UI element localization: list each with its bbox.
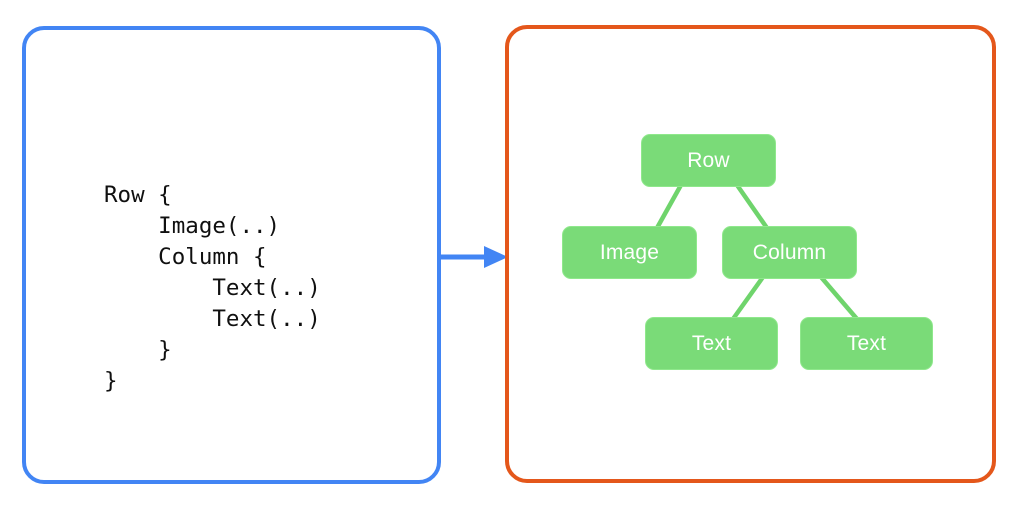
tree-node-image-label: Image: [599, 240, 660, 264]
tree-node-image[interactable]: Image: [562, 226, 697, 279]
edge-row-column: [734, 182, 770, 231]
tree-node-column-label: Column: [752, 240, 827, 264]
tree-node-text-1-label: Text: [691, 331, 732, 355]
flow-arrow-right: [438, 246, 508, 268]
tree-node-text-1[interactable]: Text: [645, 317, 778, 370]
edge-row-image: [654, 182, 684, 231]
tree-node-column[interactable]: Column: [722, 226, 857, 279]
arrow-head: [484, 246, 508, 268]
composable-code-block: Row { Image(..) Column { Text(..) Text(.…: [104, 182, 321, 394]
edge-column-text2: [818, 274, 860, 322]
tree-edges: [654, 182, 860, 322]
tree-node-row-label: Row: [687, 148, 730, 172]
edge-column-text1: [730, 274, 766, 322]
tree-node-text-2[interactable]: Text: [800, 317, 933, 370]
tree-node-text-2-label: Text: [846, 331, 887, 355]
code-panel: Row { Image(..) Column { Text(..) Text(.…: [22, 26, 441, 484]
tree-node-row[interactable]: Row: [641, 134, 776, 187]
